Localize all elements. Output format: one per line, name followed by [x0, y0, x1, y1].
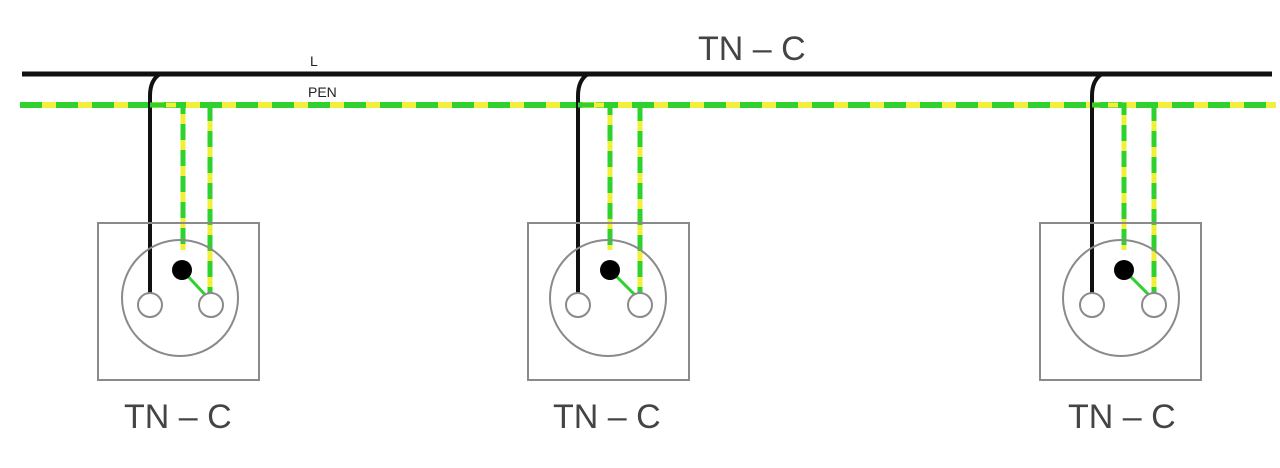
socket-1-line-drop — [148, 72, 162, 296]
socket-3-plate — [1039, 222, 1202, 381]
line-wire-label: L — [310, 53, 318, 69]
pen-wire-label: PEN — [308, 84, 337, 100]
socket-3-line-pin — [1079, 292, 1105, 318]
socket-1-neutral-pin — [198, 292, 224, 318]
socket-3-neutral-pin — [1141, 292, 1167, 318]
socket-1-pen-drops — [150, 102, 213, 296]
diagram-title: TN – C — [698, 30, 806, 68]
socket-3-face — [1062, 239, 1180, 357]
socket-3-pen-drops — [1092, 102, 1157, 296]
socket-2-face — [549, 239, 667, 357]
socket-3-label: TN – C — [1068, 398, 1176, 436]
socket-2-label: TN – C — [553, 398, 661, 436]
socket-1: TN – C — [97, 72, 260, 436]
socket-2: TN – C — [527, 72, 690, 436]
socket-1-plate — [97, 222, 260, 381]
main-bus — [20, 71, 1276, 108]
socket-2-pen-drops — [578, 102, 643, 296]
socket-2-earth-contact — [600, 260, 620, 280]
socket-2-line-pin — [565, 292, 591, 318]
socket-1-label: TN – C — [124, 398, 232, 436]
socket-2-line-drop — [576, 72, 590, 296]
socket-2-neutral-pin — [627, 292, 653, 318]
socket-1-face — [121, 239, 239, 357]
socket-3-line-drop — [1090, 72, 1104, 296]
socket-1-earth-contact — [172, 260, 192, 280]
socket-1-line-pin — [137, 292, 163, 318]
socket-2-plate — [527, 222, 690, 381]
socket-3: TN – C — [1039, 72, 1202, 436]
socket-3-earth-contact — [1114, 260, 1134, 280]
